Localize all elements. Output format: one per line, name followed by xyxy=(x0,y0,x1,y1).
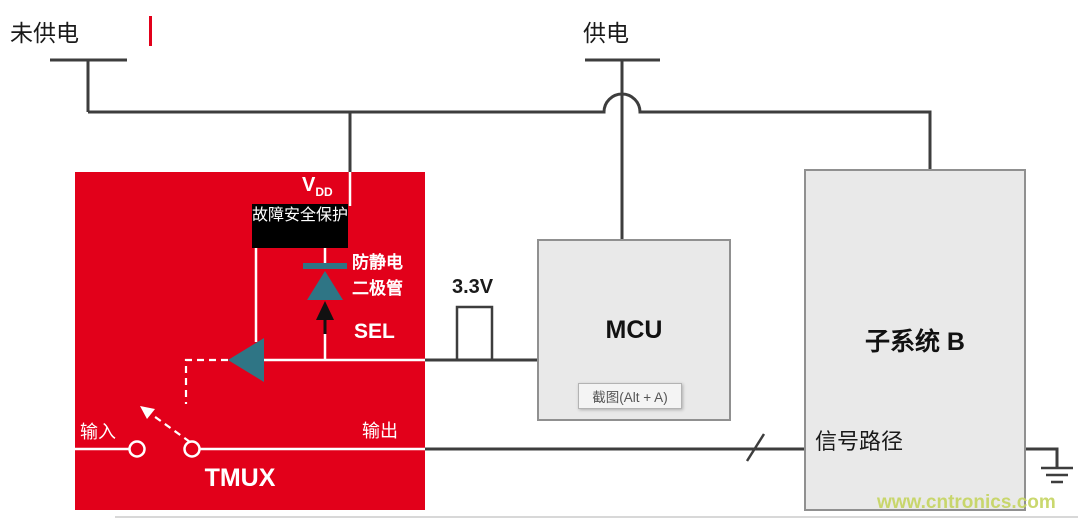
esd-diode-label: 防静电二极管 xyxy=(352,253,403,298)
unpowered-label: 未供电 xyxy=(10,21,79,46)
subsystem-b-box xyxy=(804,169,1026,511)
output-label: 输出 xyxy=(362,421,398,441)
switch-terminal-right xyxy=(183,440,201,458)
switch-blade-dashed xyxy=(150,413,191,443)
bottom-divider xyxy=(115,516,1078,518)
sel-label: SEL xyxy=(354,320,395,343)
input-label: 输入 xyxy=(80,422,116,442)
buffer-triangle-icon xyxy=(228,338,264,382)
subsystem-b-label: 子系统 B xyxy=(864,328,965,356)
vdd-subscript: DD xyxy=(315,185,333,199)
watermark: www.cntronics.com xyxy=(877,492,1056,513)
switch-terminal-left xyxy=(128,440,146,458)
esd-diode-icon xyxy=(307,271,343,300)
bus-slash-icon xyxy=(745,433,766,462)
control-dashed-wire xyxy=(184,358,228,404)
tmux-label: TMUX xyxy=(204,464,276,492)
main-power-wire xyxy=(88,92,932,170)
failsafe-protection-block: 故障安全保护 xyxy=(252,204,348,248)
ground-icon xyxy=(1041,466,1073,484)
vdd-base: V xyxy=(302,174,316,196)
ground-wire xyxy=(1025,447,1059,468)
mcu-label: MCU xyxy=(605,315,663,344)
current-arrowhead-icon xyxy=(316,301,334,320)
vdd-label: VDD xyxy=(302,174,333,199)
power-rail-unpowered-icon xyxy=(50,58,127,112)
esd-diode-cathode-bar xyxy=(303,263,347,269)
power-rail-powered-icon xyxy=(585,58,660,240)
voltage-label: 3.3V xyxy=(452,276,494,298)
signal-path-label: 信号路径 xyxy=(815,429,904,454)
red-cursor-artifact xyxy=(149,16,152,46)
powered-label: 供电 xyxy=(583,21,629,46)
screenshot-tooltip: 截图(Alt + A) xyxy=(578,383,682,409)
pulse-waveform-icon xyxy=(455,305,494,360)
switch-arrowhead-icon xyxy=(140,406,155,419)
